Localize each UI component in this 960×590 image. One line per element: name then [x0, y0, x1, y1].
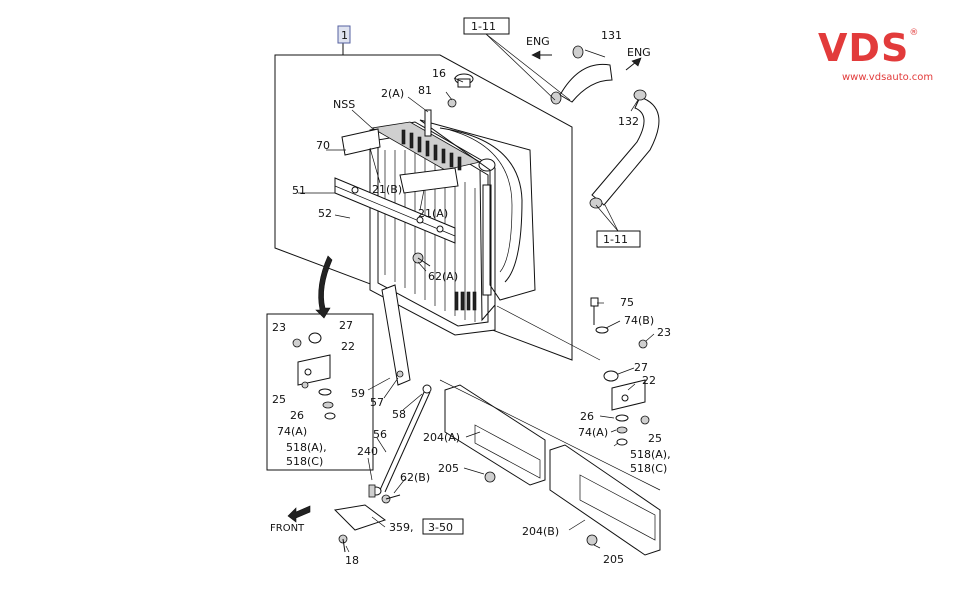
part-240-label[interactable]: 240	[357, 445, 378, 458]
front-label: FRONT	[270, 523, 305, 534]
part-18-label[interactable]: 18	[345, 554, 359, 567]
part-59-label[interactable]: 59	[351, 387, 365, 400]
right-mount-parts	[590, 297, 650, 446]
eng-left-label: ENG	[526, 35, 550, 48]
part-518-inset-label-1[interactable]: 518(A),	[286, 441, 327, 454]
front-arrow-icon	[287, 505, 311, 523]
part-52-label[interactable]: 52	[318, 207, 332, 220]
part-22-right-label[interactable]: 22	[642, 374, 656, 387]
stay-rods	[368, 284, 432, 498]
part-51-label[interactable]: 51	[292, 184, 306, 197]
part-25-right-label[interactable]: 25	[648, 432, 662, 445]
brand-name: VDS	[818, 26, 910, 70]
part-16-label[interactable]: 16	[432, 67, 446, 80]
radiator-cap	[424, 73, 474, 137]
part-518-inset-label-2[interactable]: 518(C)	[286, 455, 323, 468]
part-26-inset-label[interactable]: 26	[290, 409, 304, 422]
part-25-inset-label[interactable]: 25	[272, 393, 286, 406]
part-74a-right-label[interactable]: 74(A)	[578, 426, 608, 439]
part-labels: ENG 131 ENG 132 16 81 2(A) NSS 70 21(B) …	[270, 29, 671, 567]
part-205-mid-label[interactable]: 205	[438, 462, 459, 475]
part-26-right-label[interactable]: 26	[580, 410, 594, 423]
fan-shroud	[419, 119, 536, 301]
ref-callout-top: 1-11	[463, 17, 571, 101]
part-27-right-label[interactable]: 27	[634, 361, 648, 374]
part-74b-label[interactable]: 74(B)	[624, 314, 654, 327]
part-62b-label[interactable]: 62(B)	[400, 471, 430, 484]
part-22-inset-label[interactable]: 22	[341, 340, 355, 353]
lower-hose	[589, 89, 660, 209]
part-518-right-label-1[interactable]: 518(A),	[630, 448, 671, 461]
part-2a-label[interactable]: 2(A)	[381, 87, 404, 100]
brand-logo: VDS® www.vdsauto.com	[818, 28, 946, 88]
part-21b-label[interactable]: 21(B)	[372, 183, 402, 196]
insulator-pads	[341, 128, 459, 194]
part-70-label[interactable]: 70	[316, 139, 330, 152]
part-58-label[interactable]: 58	[392, 408, 406, 421]
part-23-right-label[interactable]: 23	[657, 326, 671, 339]
bracket-51	[334, 177, 456, 244]
ref-1-11-bottom-label[interactable]: 1-11	[603, 233, 628, 246]
ref-callout-bottom: 1-11	[595, 204, 641, 248]
bolt-62a	[412, 252, 431, 267]
part-204a-label[interactable]: 204(A)	[423, 431, 460, 444]
part-359-label[interactable]: 359,	[389, 521, 414, 534]
bottom-bracket	[333, 494, 401, 553]
brand-url[interactable]: www.vdsauto.com	[842, 72, 934, 83]
part-56-label[interactable]: 56	[373, 428, 387, 441]
ref-1-label[interactable]: 1	[341, 29, 348, 42]
eng-right-label: ENG	[627, 46, 651, 59]
part-21a-label[interactable]: 21(A)	[418, 207, 448, 220]
part-204b-label[interactable]: 204(B)	[522, 525, 559, 538]
nss-label[interactable]: NSS	[333, 98, 355, 111]
part-74a-inset-label[interactable]: 74(A)	[277, 425, 307, 438]
inset-detail	[266, 255, 374, 471]
brand-reg-mark: ®	[909, 28, 919, 38]
part-132-label[interactable]: 132	[618, 115, 639, 128]
leader-lines	[298, 49, 661, 553]
part-75-label[interactable]: 75	[620, 296, 634, 309]
ref-1-11-top-label[interactable]: 1-11	[471, 20, 496, 33]
ref-3-50-label[interactable]: 3-50	[428, 521, 453, 534]
part-62a-label[interactable]: 62(A)	[428, 270, 458, 283]
lower-shrouds	[444, 384, 661, 556]
part-81-label[interactable]: 81	[418, 84, 432, 97]
upper-hose	[550, 45, 613, 105]
part-23-inset-label[interactable]: 23	[272, 321, 286, 334]
part-205-bottom-label[interactable]: 205	[603, 553, 624, 566]
part-57-label[interactable]: 57	[370, 396, 384, 409]
part-27-inset-label[interactable]: 27	[339, 319, 353, 332]
eng-arrow-icon	[531, 50, 642, 71]
part-131-label[interactable]: 131	[601, 29, 622, 42]
part-518-right-label-2[interactable]: 518(C)	[630, 462, 667, 475]
